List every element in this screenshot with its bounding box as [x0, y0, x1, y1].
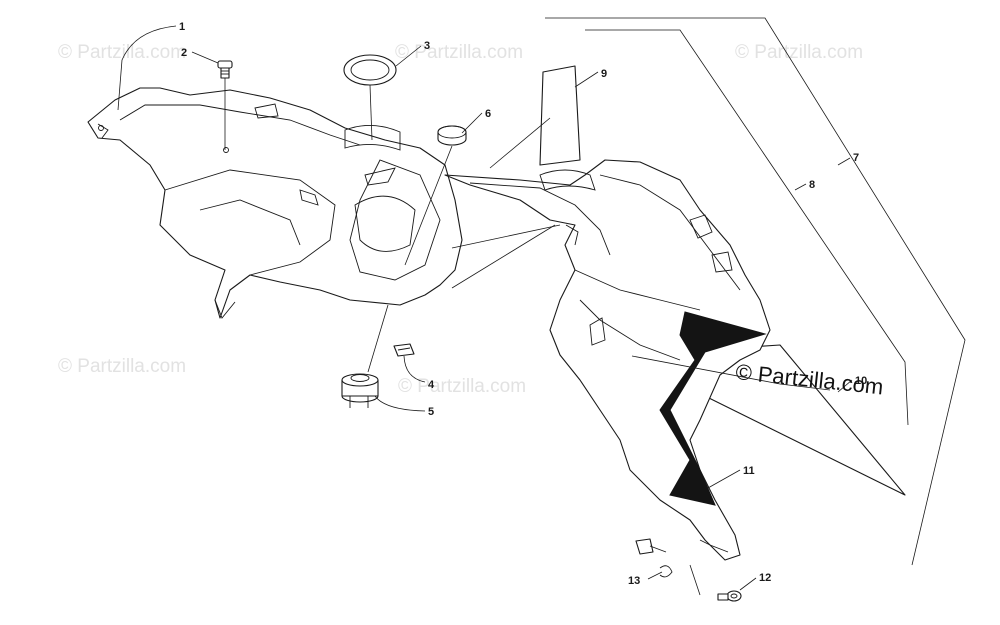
leader-9 [574, 71, 599, 88]
part-12-fastener [717, 590, 742, 602]
leader-6 [461, 112, 483, 134]
watermark-top-right: © Partzilla.com [735, 42, 863, 63]
callout-2: 2 [181, 47, 187, 59]
leader-5-drop [367, 304, 389, 373]
part-11-decal [659, 311, 767, 506]
leader-2 [191, 51, 219, 64]
bracket-line-8 [585, 29, 909, 426]
leader-3-drop [369, 84, 373, 141]
callout-6: 6 [485, 108, 491, 120]
callout-3: 3 [424, 40, 430, 52]
callout-5: 5 [428, 406, 434, 418]
leader-8-inner-2 [451, 224, 556, 289]
bracket-line-7 [545, 17, 966, 566]
part-6-bezel [437, 125, 467, 146]
part-5-ignition-switch [341, 373, 379, 408]
watermark-mid-center: © Partzilla.com [398, 376, 526, 397]
watermark-mid-left: © Partzilla.com [58, 356, 186, 377]
leader-7 [837, 157, 851, 166]
watermark-top-left: © Partzilla.com [58, 42, 186, 63]
leader-1 [117, 25, 177, 111]
leader-6-drop [404, 145, 453, 266]
leader-4 [403, 355, 426, 383]
callout-13: 13 [628, 575, 640, 587]
leader-12 [739, 577, 757, 591]
leader-3 [395, 45, 422, 67]
part-13-clip [635, 538, 673, 578]
part-2-screw [217, 60, 233, 79]
leader-13-drop [689, 564, 701, 596]
leader-9-drop [489, 117, 551, 169]
leader-10-drop [631, 355, 831, 391]
leader-13 [647, 571, 663, 580]
leader-11 [707, 469, 741, 489]
part-4-clip [393, 343, 415, 357]
part-8-side-panel [444, 159, 771, 561]
leader-8 [794, 183, 807, 191]
callout-8: 8 [809, 179, 815, 191]
leader-5 [374, 395, 426, 412]
callout-9: 9 [601, 68, 607, 80]
part-3-gasket-ring [343, 54, 397, 86]
watermark-top-center: © Partzilla.com [395, 42, 523, 63]
callout-12: 12 [759, 572, 771, 584]
part-9-trim [539, 65, 581, 166]
leader-10 [837, 379, 853, 393]
callout-1: 1 [179, 21, 185, 33]
callout-11: 11 [743, 465, 755, 477]
callout-7: 7 [853, 152, 859, 164]
callout-10: 10 [855, 375, 867, 387]
leader-8-inner [451, 224, 561, 249]
callout-4: 4 [428, 379, 435, 391]
part-1-hood [87, 87, 463, 319]
